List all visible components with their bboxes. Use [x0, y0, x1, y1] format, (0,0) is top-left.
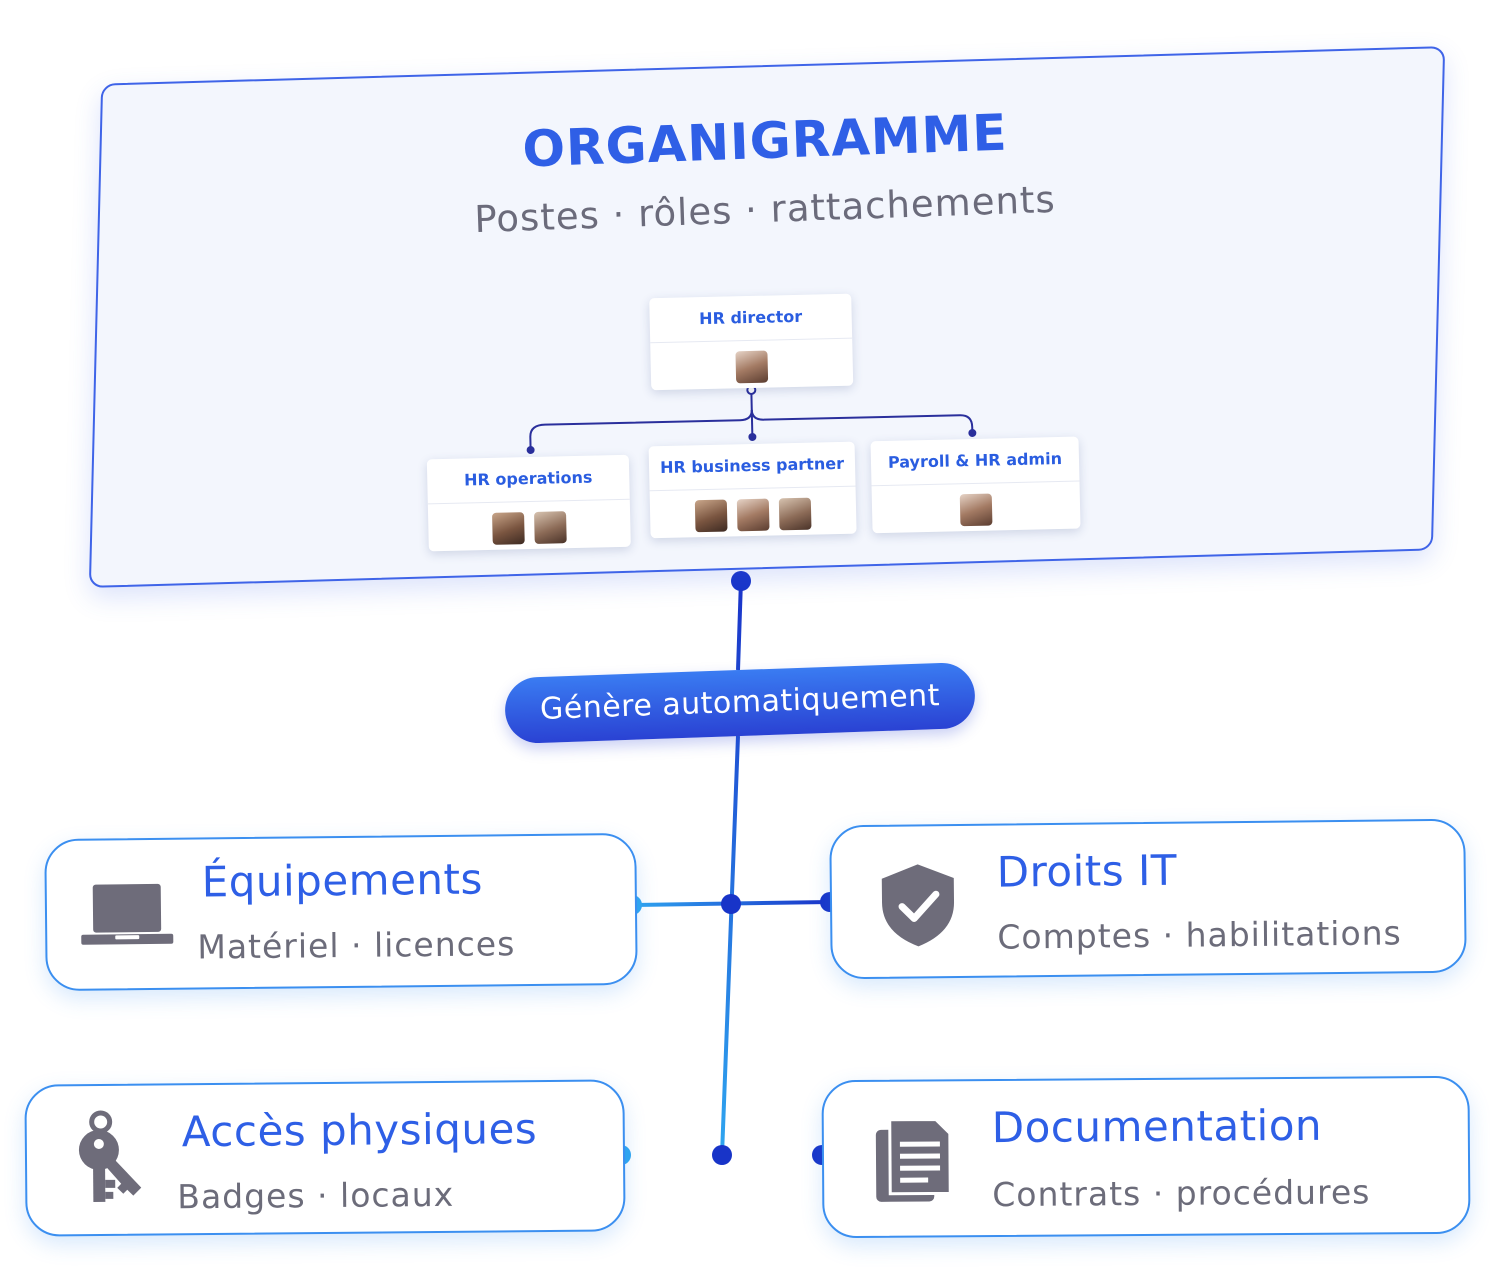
- card-equipements[interactable]: Équipements Matériel · licences: [44, 832, 638, 992]
- org-node-hr-operations[interactable]: HR operations: [426, 454, 631, 552]
- card-documentation[interactable]: Documentation Contrats · procédures: [821, 1075, 1471, 1239]
- card-title: Documentation: [991, 1100, 1323, 1153]
- avatar: [534, 511, 567, 544]
- org-node-hr-business-partner[interactable]: HR business partner: [648, 441, 857, 539]
- card-subtitle: Badges · locaux: [177, 1174, 455, 1217]
- avatar: [778, 497, 812, 531]
- org-node-payroll-hr-admin[interactable]: Payroll & HR admin: [870, 436, 1081, 534]
- avatar: [735, 350, 769, 384]
- avatar: [736, 498, 770, 532]
- org-node-title: HR business partner: [648, 441, 856, 492]
- trunk-top-dot: [731, 571, 751, 591]
- org-node-hr-director[interactable]: HR director: [649, 293, 854, 391]
- junction-bottom-dot: [712, 1145, 732, 1165]
- card-acces-physiques[interactable]: Accès physiques Badges · locaux: [24, 1079, 626, 1237]
- avatar: [492, 512, 525, 545]
- card-title: Équipements: [201, 854, 484, 907]
- junction-top-dot: [721, 894, 741, 914]
- card-subtitle: Matériel · licences: [197, 924, 516, 967]
- card-title: Droits IT: [996, 845, 1178, 897]
- avatar: [959, 493, 993, 527]
- shield-check-icon: [881, 864, 955, 947]
- org-node-title: HR operations: [426, 454, 630, 505]
- org-node-title: Payroll & HR admin: [870, 436, 1080, 487]
- documents-icon: [875, 1117, 952, 1202]
- keys-icon: [78, 1110, 142, 1203]
- card-title: Accès physiques: [181, 1104, 538, 1157]
- laptop-icon: [81, 883, 174, 945]
- avatar: [694, 499, 728, 533]
- main-trunk-line: [720, 579, 743, 1156]
- card-subtitle: Comptes · habilitations: [997, 913, 1402, 957]
- org-node-title: HR director: [649, 293, 853, 344]
- card-droits-it[interactable]: Droits IT Comptes · habilitations: [829, 818, 1467, 980]
- card-subtitle: Contrats · procédures: [992, 1172, 1371, 1215]
